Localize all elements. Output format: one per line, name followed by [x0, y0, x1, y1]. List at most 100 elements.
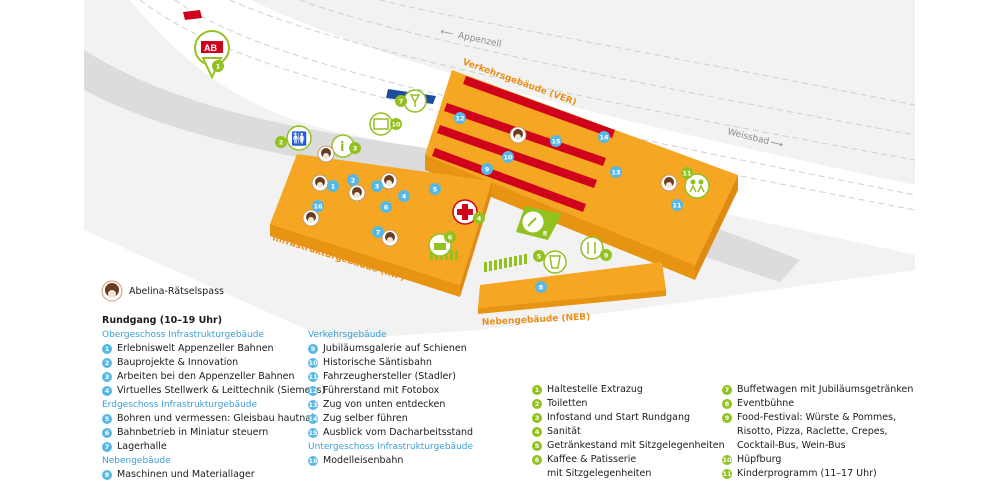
- svg-text:9: 9: [485, 166, 490, 174]
- legend-number-badge: 4: [102, 386, 112, 396]
- map-marker-8: 8: [539, 227, 551, 239]
- legend-item-label: Zug selber führen: [323, 413, 408, 424]
- svg-text:2: 2: [351, 177, 356, 185]
- legend-item: Cocktail-Bus, Wein-Bus: [722, 439, 913, 453]
- legend-item: 3 Infostand und Start Rundgang: [532, 411, 725, 425]
- svg-text:7: 7: [399, 98, 404, 106]
- map-marker-1: 1: [327, 180, 339, 192]
- legend-item-label: Buffetwagen mit Jubiläumsgetränken: [737, 384, 914, 395]
- legend-number-badge: 3: [102, 372, 112, 382]
- legend-item-label: Jubiläumsgalerie auf Schienen: [323, 343, 467, 354]
- legend-number-badge: 7: [722, 385, 732, 395]
- map-marker-13: 13: [610, 166, 622, 178]
- legend-number-badge: 5: [532, 441, 542, 451]
- logo-text: AB: [204, 43, 217, 53]
- svg-text:6: 6: [384, 204, 389, 212]
- legend-number-badge: 12: [308, 386, 318, 396]
- kids-icon: [684, 173, 710, 199]
- legend-number-badge: 6: [532, 455, 542, 465]
- legend-item-label: Virtuelles Stellwerk & Leittechnik (Siem…: [117, 385, 326, 396]
- svg-text:i: i: [340, 140, 344, 155]
- legend-item-label: Bahnbetrieb in Miniatur steuern: [117, 427, 269, 438]
- legend-number-badge: 7: [102, 442, 112, 452]
- svg-text:13: 13: [611, 169, 620, 177]
- map-marker-6: 6: [380, 201, 392, 213]
- legend-item-label: Food-Festival: Würste & Pommes,: [737, 412, 897, 423]
- legend-item-label: Fahrzeughersteller (Stadler): [323, 371, 456, 382]
- legend-item: 4 Virtuelles Stellwerk & Leittechnik (Sie…: [102, 384, 325, 398]
- wine-icon: [403, 89, 427, 113]
- svg-text:10: 10: [391, 121, 401, 129]
- legend-item-label: Infostand und Start Rundgang: [547, 412, 691, 423]
- legend-item: 14 Zug selber führen: [308, 412, 473, 426]
- abelina-markers: [302, 126, 678, 247]
- legend-item: mit Sitzgelegenheiten: [532, 467, 725, 481]
- svg-text:⟵: ⟵: [439, 27, 454, 39]
- first-aid-icon: [452, 199, 478, 225]
- svg-text:10: 10: [503, 154, 513, 162]
- legend-item-label: Ausblick vom Dacharbeitsstand: [323, 427, 474, 438]
- station-logo: AB: [183, 10, 230, 80]
- bouncy-castle-icon: [369, 112, 393, 136]
- legend-item-label: Lagerhalle: [117, 441, 167, 452]
- legend-item-label: Führerstand mit Fotobox: [323, 385, 440, 396]
- legend-item-label: Kinderprogramm (11–17 Uhr): [737, 468, 877, 479]
- svg-text:14: 14: [599, 134, 609, 142]
- legend-number-badge: 11: [308, 372, 318, 382]
- map-marker-2: 2: [347, 174, 359, 186]
- tracks: [139, 0, 916, 211]
- legend-number-badge: 15: [308, 428, 318, 438]
- svg-text:12: 12: [455, 115, 464, 123]
- map-marker-9: 9: [481, 163, 493, 175]
- toilet-icon: 🚻: [286, 125, 312, 151]
- legend-section: Verkehrsgebäude: [308, 330, 387, 340]
- map-marker-7: 7: [395, 95, 407, 107]
- svg-text:16: 16: [313, 203, 323, 211]
- legend-item-label: Modelleisenbahn: [323, 455, 404, 466]
- legend-number-badge: 10: [722, 455, 732, 465]
- legend-item-label: Cocktail-Bus, Wein-Bus: [737, 440, 846, 451]
- legend-number-badge: 14: [308, 414, 318, 424]
- map-marker-3: 3: [349, 142, 361, 154]
- map-marker-7: 7: [372, 226, 384, 238]
- legend-item-label: mit Sitzgelegenheiten: [547, 468, 652, 479]
- svg-text:4: 4: [402, 193, 407, 201]
- legend-number-badge: 10: [308, 358, 318, 368]
- map-marker-5: 5: [429, 183, 441, 195]
- svg-text:7: 7: [376, 229, 381, 237]
- svg-text:8: 8: [543, 230, 548, 238]
- legend-number-badge: 5: [102, 414, 112, 424]
- legend-item-label: Kaffee & Patisserie: [547, 454, 637, 465]
- map-marker-2: 2: [275, 136, 287, 148]
- legend-item: 15 Ausblick vom Dacharbeitsstand: [308, 426, 473, 440]
- map-marker-9: 9: [600, 249, 612, 261]
- legend-section: Untergeschoss Infrastrukturgebäude: [308, 442, 474, 452]
- svg-text:3: 3: [353, 145, 358, 153]
- svg-text:11: 11: [672, 202, 682, 210]
- legend-item: 16 Modelleisenbahn: [308, 454, 473, 468]
- legend-item-label: Toiletten: [547, 398, 588, 409]
- legend-number-badge: 1: [532, 385, 542, 395]
- tour-legend: Rundgang (10–19 Uhr) Obergeschoss Infras…: [102, 314, 325, 482]
- legend-item-label: Hüpfburg: [737, 454, 782, 465]
- abelina-label: Abelina-Rätselspass: [129, 285, 224, 297]
- svg-text:11: 11: [682, 170, 692, 178]
- map-marker-15: 15: [550, 135, 562, 147]
- legend-number-badge: 3: [532, 413, 542, 423]
- svg-text:4: 4: [477, 215, 482, 223]
- legend-number-badge: 16: [308, 456, 318, 466]
- legend-number-badge: 6: [102, 428, 112, 438]
- legend-item: 6 Bahnbetrieb in Miniatur steuern: [102, 426, 325, 440]
- map-marker-10: 10: [390, 118, 402, 130]
- map-marker-14: 14: [598, 131, 610, 143]
- svg-text:1: 1: [216, 63, 221, 71]
